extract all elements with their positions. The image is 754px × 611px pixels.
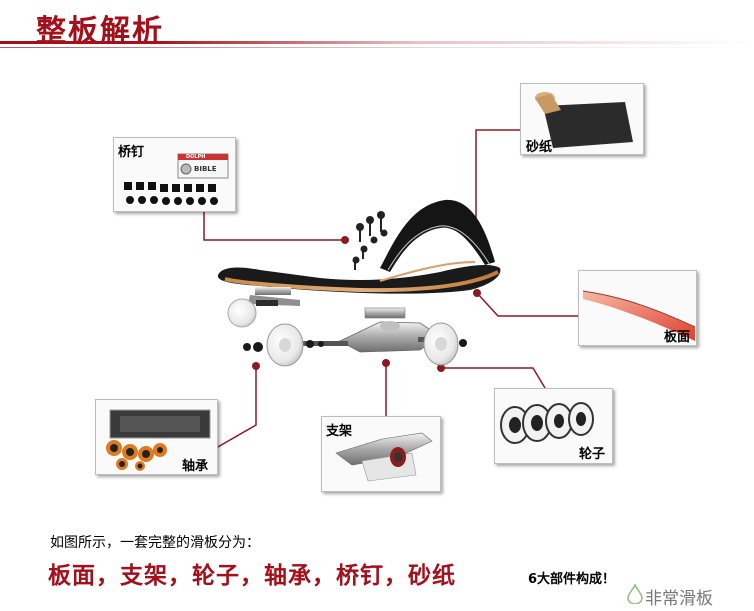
mounted-wheel-left (228, 299, 256, 327)
dot-deck (473, 289, 481, 297)
trucks-image (322, 417, 440, 491)
dot-bolts (341, 236, 349, 244)
label-bearings: 轴承 (182, 455, 208, 474)
part-box-griptape: 砂纸 (520, 83, 644, 155)
dot-bearings (252, 362, 260, 370)
label-griptape: 砂纸 (526, 136, 552, 155)
connector-bearings (216, 366, 256, 448)
caption-intro: 如图所示，一套完整的滑板分为： (50, 532, 260, 552)
drop-logo-icon (626, 584, 644, 604)
connector-deck (477, 293, 578, 316)
caption-outro: 6大部件构成！ (528, 568, 615, 587)
part-box-deck: 板面 (578, 270, 697, 346)
bolts-box-brand: DOLPH (186, 154, 205, 160)
watermark-logo: 非常滑板 (645, 584, 713, 609)
connector-wheels (441, 368, 545, 388)
dot-trucks (382, 359, 390, 367)
part-box-trucks: 支架 (321, 416, 441, 492)
connector-griptape (476, 130, 520, 223)
label-deck: 板面 (664, 326, 690, 345)
caption-parts-list: 板面，支架，轮子，轴承，桥钉，砂纸 (48, 556, 456, 590)
griptape-peel (380, 200, 495, 272)
bolt-screws (353, 211, 388, 270)
part-box-bolts: 桥钉 DOLPH BIBLE (113, 137, 236, 212)
bolts-image (114, 138, 235, 211)
connector-bolts (204, 210, 345, 240)
label-wheels: 轮子 (579, 443, 605, 462)
bolts-box-word: BIBLE (194, 165, 217, 173)
part-box-bearings: 轴承 (95, 399, 218, 475)
mounted-truck (228, 287, 300, 327)
part-box-wheels: 轮子 (494, 388, 613, 464)
